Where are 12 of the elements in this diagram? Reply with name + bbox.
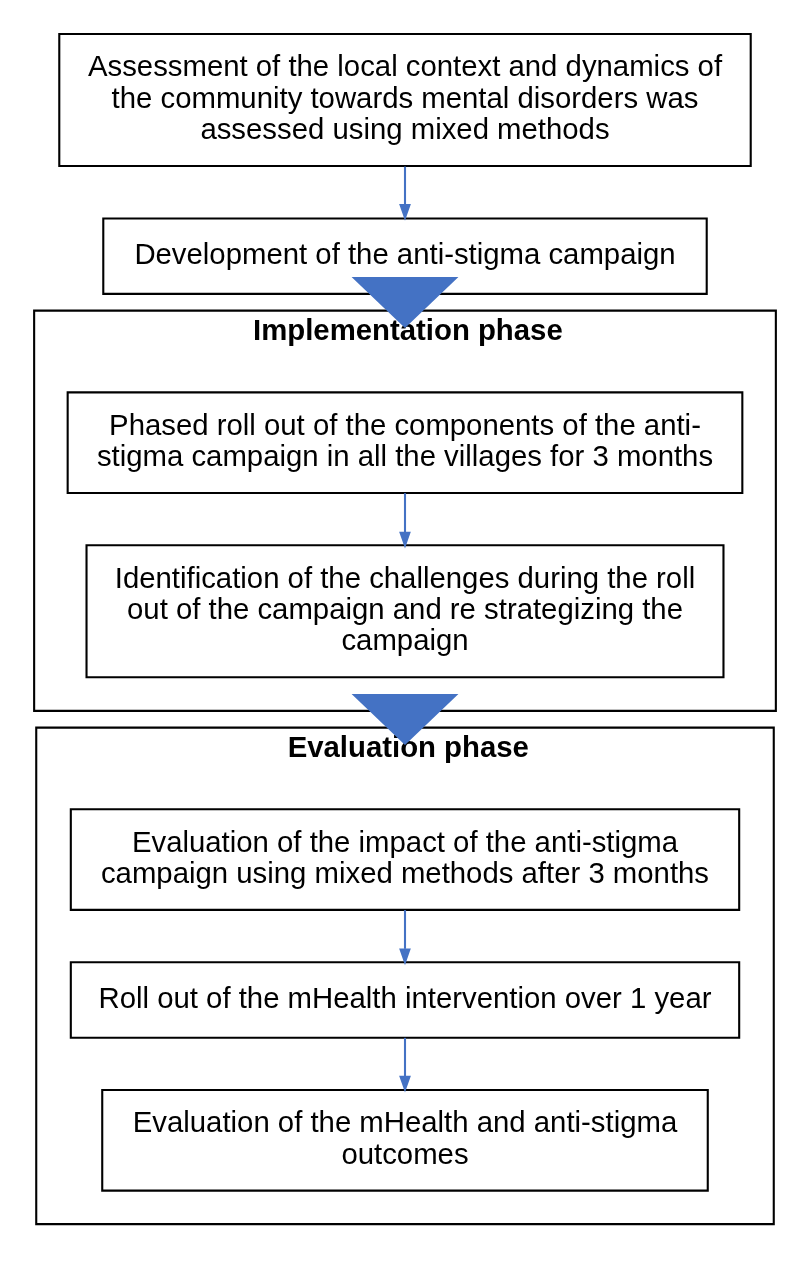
node-box: Roll out of the mHealth intervention over 1 year (69, 960, 740, 1039)
arrow (398, 909, 411, 965)
node-box: Assessment of the local context and dynamics of the community towards mental disorders was assessed using mixed methods (57, 32, 752, 167)
arrow (351, 693, 458, 745)
arrow (398, 1037, 411, 1093)
node-box: Phased roll out of the components of the anti-stigma campaign in all the villages for 3 months (66, 390, 743, 494)
node-box: Evaluation of the mHealth and anti-stigma outcomes (100, 1088, 709, 1192)
arrow (398, 492, 411, 548)
node-box: Identification of the challenges during the roll out of the campaign and re strategizing the campaign (84, 543, 725, 678)
arrow (398, 166, 411, 221)
node-box: Evaluation of the impact of the anti-stigma campaign using mixed methods after 3 months (69, 807, 740, 911)
arrow (351, 276, 458, 328)
